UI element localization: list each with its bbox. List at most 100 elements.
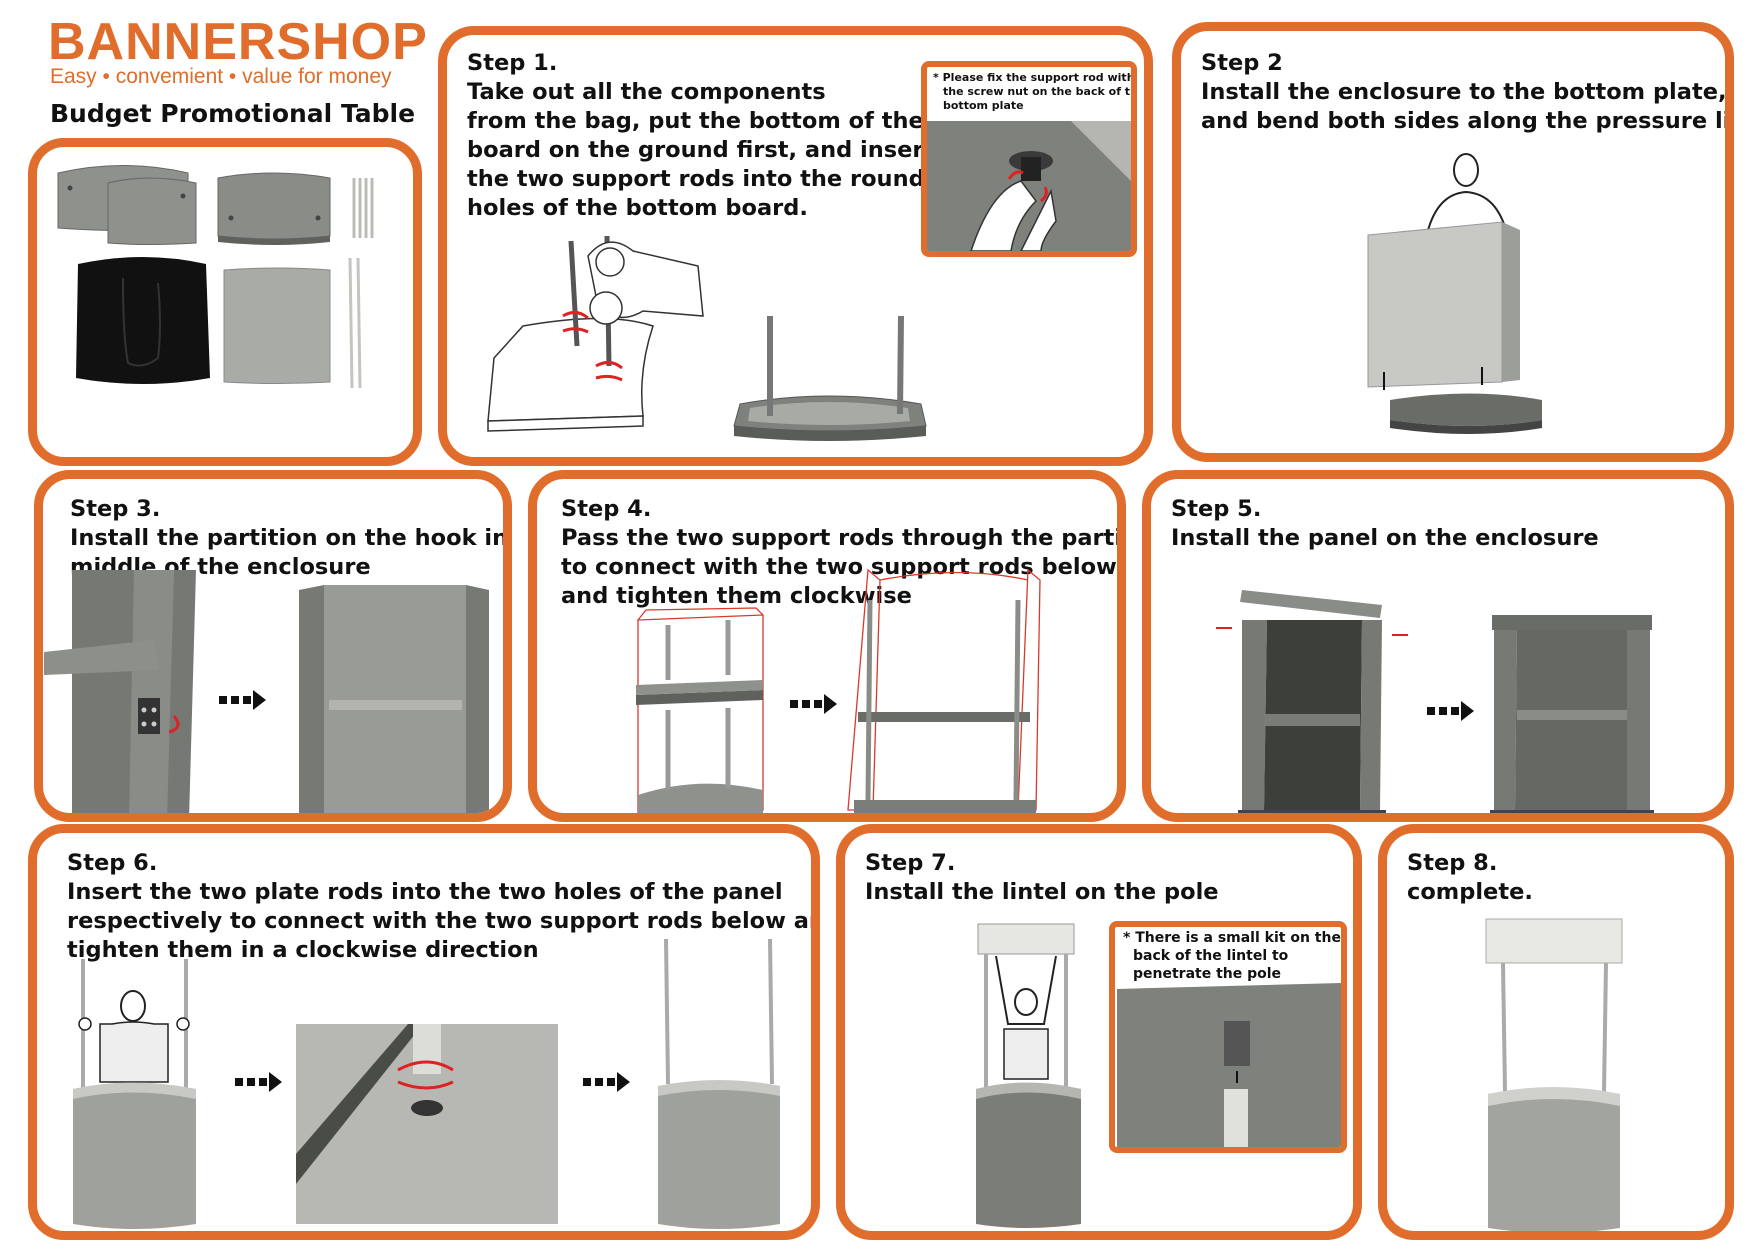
step-2-line: and bend both sides along the pressure l… bbox=[1201, 108, 1734, 134]
enclosure-step-7 bbox=[976, 1082, 1081, 1228]
step-1-illustration bbox=[487, 235, 927, 441]
partition-after bbox=[858, 712, 1030, 722]
rotation-arrows bbox=[562, 311, 623, 382]
step-4-panel: Step 4. Pass the two support rods throug… bbox=[528, 470, 1126, 822]
partition-before bbox=[636, 680, 763, 705]
step-6-arrow-2 bbox=[583, 1072, 630, 1092]
step-7-note-illustration bbox=[1117, 983, 1341, 1147]
step-4-line: and tighten them clockwise bbox=[561, 583, 912, 609]
step-7-instructions: Step 7. Install the lintel on the pole bbox=[865, 849, 1219, 907]
bottom-plate bbox=[217, 172, 331, 245]
enclosure-with-rods bbox=[658, 938, 780, 1229]
support-rods-group-1 bbox=[352, 178, 374, 238]
lintel-board bbox=[977, 923, 1075, 955]
outlined-bottom-board bbox=[487, 317, 654, 432]
front-panel bbox=[223, 267, 331, 384]
brand-logo-text: BANNERSHOP bbox=[48, 13, 428, 71]
step-5-panel: Step 5. Install the panel on the enclosu… bbox=[1142, 470, 1734, 822]
rods-before bbox=[665, 620, 731, 790]
step-1-note-text: * Please fix the support rod with the sc… bbox=[933, 71, 1137, 113]
step-1-note-line: the screw nut on the back of the bbox=[943, 85, 1137, 98]
step-3-arrow bbox=[219, 690, 266, 710]
step-8-instructions: Step 8. complete. bbox=[1407, 849, 1533, 907]
step-6-line: Insert the two plate rods into the two h… bbox=[67, 879, 783, 905]
person-with-rods bbox=[78, 959, 190, 1089]
components-illustration bbox=[57, 165, 374, 389]
step-8-illustration bbox=[1485, 918, 1623, 1231]
step-6-instructions: Step 6. Insert the two plate rods into t… bbox=[67, 849, 811, 965]
step-4-illustration bbox=[636, 568, 1041, 813]
step-6-line: tighten them in a clockwise direction bbox=[67, 937, 539, 963]
assembled-base bbox=[733, 315, 927, 441]
step-4-line: Pass the two support rods through the pa… bbox=[561, 525, 1126, 551]
step-2-illustration bbox=[1367, 153, 1542, 434]
step-1-line: holes of the bottom board. bbox=[467, 195, 808, 221]
enclosure-with-partition bbox=[299, 585, 489, 813]
step-8-panel: Step 8. complete. bbox=[1378, 824, 1734, 1240]
step-4-arrow bbox=[790, 694, 837, 714]
step-1-note-illustration bbox=[927, 121, 1131, 251]
step-3-panel: Step 3. Install the partition on the hoo… bbox=[34, 470, 512, 822]
hand-outline bbox=[587, 241, 704, 325]
step-4-title: Step 4. bbox=[561, 496, 652, 522]
rod-to-panel-closeup bbox=[296, 1024, 558, 1224]
step-1-line: board on the ground first, and insert bbox=[467, 137, 935, 163]
step-8-title: Step 8. bbox=[1407, 850, 1498, 876]
step-1-line: from the bag, put the bottom of the bbox=[467, 108, 924, 134]
panel-lid bbox=[1240, 590, 1382, 618]
outlined-enclosure-after bbox=[847, 568, 1041, 811]
step-6-illustration bbox=[73, 938, 780, 1229]
step-1-line: the two support rods into the round bbox=[467, 166, 925, 192]
enclosure-closeup bbox=[44, 570, 196, 813]
step-5-instructions: Step 5. Install the panel on the enclosu… bbox=[1171, 495, 1599, 553]
step-8-line: complete. bbox=[1407, 879, 1533, 905]
step-3-line: Install the partition on the hook in the bbox=[70, 525, 512, 551]
step-6-title: Step 6. bbox=[67, 850, 158, 876]
step-5-line: Install the panel on the enclosure bbox=[1171, 525, 1599, 551]
components-panel bbox=[28, 138, 422, 466]
step-2-panel: Step 2 Install the enclosure to the bott… bbox=[1172, 22, 1734, 462]
enclosure-with-panel bbox=[1490, 615, 1654, 813]
enclosure-step-6 bbox=[73, 1082, 196, 1229]
step-7-line: Install the lintel on the pole bbox=[865, 879, 1219, 905]
step-1-title: Step 1. bbox=[467, 50, 558, 76]
enclosure-panel bbox=[1367, 221, 1520, 388]
person-outline bbox=[1426, 153, 1508, 235]
step-5-illustration bbox=[1216, 590, 1654, 813]
step-3-title: Step 3. bbox=[70, 496, 161, 522]
step-3-illustration bbox=[44, 570, 489, 813]
red-arrows bbox=[1216, 627, 1408, 636]
step-1-line: Take out all the components bbox=[467, 79, 826, 105]
support-rods-group-2 bbox=[348, 257, 362, 389]
step-5-title: Step 5. bbox=[1171, 496, 1262, 522]
completed-table bbox=[1485, 918, 1623, 1231]
step-1-panel: Step 1. Take out all the components from… bbox=[438, 26, 1153, 466]
step-5-arrow bbox=[1427, 701, 1474, 721]
step-1-note: * Please fix the support rod with the sc… bbox=[921, 61, 1137, 257]
step-7-illustration bbox=[976, 923, 1081, 1228]
brand-tagline: Easy • convemient • value for money bbox=[50, 65, 392, 88]
document-title: Budget Promotional Table bbox=[50, 99, 416, 128]
step-7-title: Step 7. bbox=[865, 850, 956, 876]
step-7-note-line: There is a small kit on the bbox=[1135, 930, 1341, 946]
step-7-note-line: back of the lintel to bbox=[1133, 948, 1289, 964]
step-2-instructions: Step 2 Install the enclosure to the bott… bbox=[1201, 49, 1734, 136]
bottom-after bbox=[854, 800, 1036, 813]
note-asterisk: * bbox=[1123, 930, 1131, 946]
step-7-note-line: penetrate the pole bbox=[1133, 966, 1282, 982]
step-7-note: * There is a small kit on the back of th… bbox=[1109, 921, 1347, 1153]
step-1-note-line: Please fix the support rod with bbox=[942, 71, 1135, 84]
step-4-instructions: Step 4. Pass the two support rods throug… bbox=[561, 495, 1126, 611]
carry-bag bbox=[76, 257, 210, 384]
person-holding-lintel bbox=[984, 954, 1068, 1089]
rods-after bbox=[865, 599, 1021, 801]
step-6-arrow-1 bbox=[235, 1072, 282, 1092]
down-arrows bbox=[1383, 367, 1483, 390]
step-2-line: Install the enclosure to the bottom plat… bbox=[1201, 79, 1727, 105]
step-1-note-line: bottom plate bbox=[943, 99, 1024, 112]
step-6-panel: Step 6. Insert the two plate rods into t… bbox=[28, 824, 820, 1240]
note-asterisk: * bbox=[933, 71, 939, 84]
bottom-plate bbox=[1390, 393, 1542, 434]
step-2-title: Step 2 bbox=[1201, 50, 1283, 76]
step-4-line: to connect with the two support rods bel… bbox=[561, 554, 1117, 580]
